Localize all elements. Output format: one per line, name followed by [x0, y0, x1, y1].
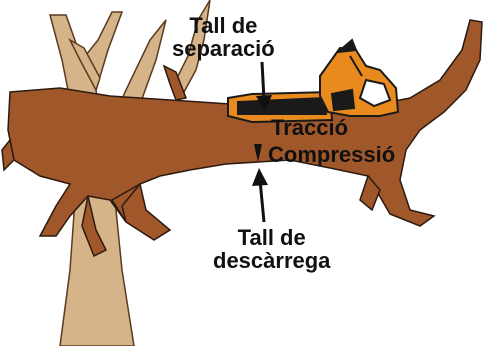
arrow-up-icon [252, 168, 268, 222]
relief-cut-label: Tall de descàrrega [213, 226, 330, 272]
separation-cut-label-line1: Tall de [172, 14, 275, 37]
relief-cut-label-line2: descàrrega [213, 249, 330, 272]
compression-label: Compressió [268, 143, 395, 166]
separation-cut-label: Tall de separació [172, 14, 275, 60]
relief-cut-label-line1: Tall de [213, 226, 330, 249]
tension-label: Tracció [271, 116, 348, 139]
separation-cut-label-line2: separació [172, 37, 275, 60]
